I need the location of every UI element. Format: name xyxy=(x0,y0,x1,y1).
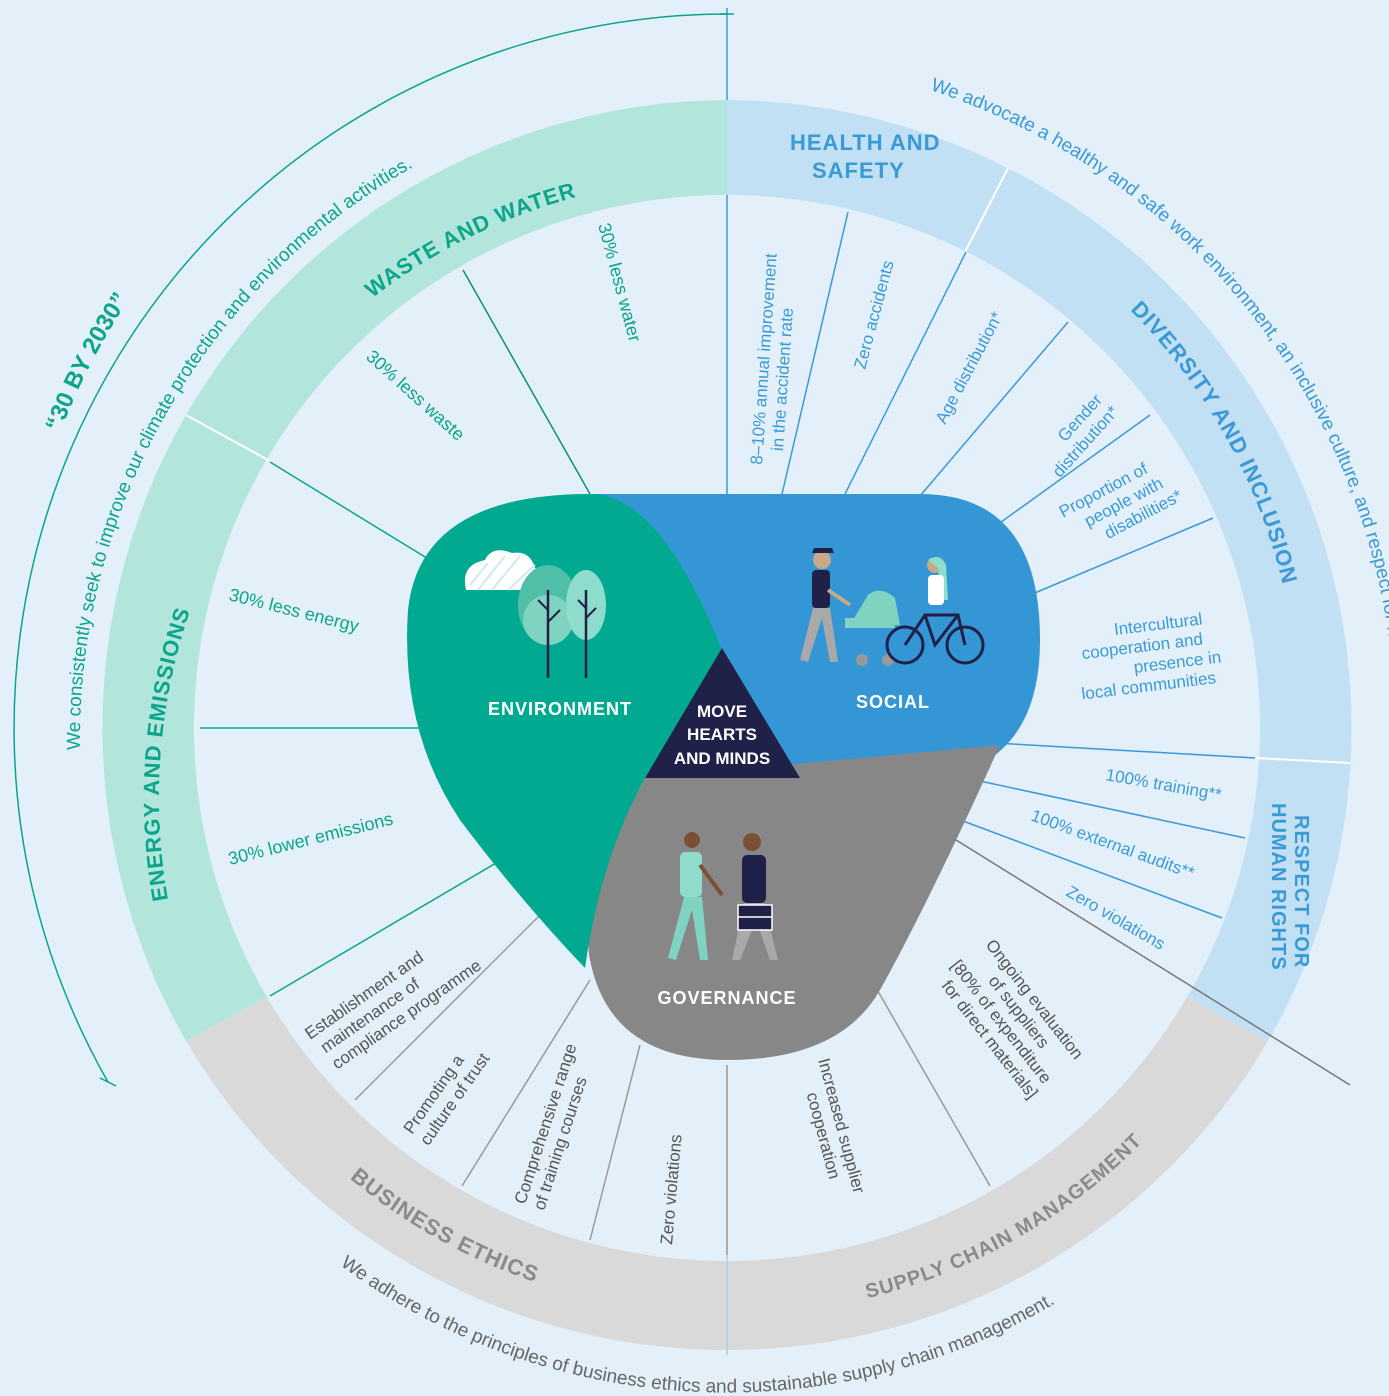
svg-text:HUMAN RIGHTS: HUMAN RIGHTS xyxy=(1267,803,1289,971)
environment-label: ENVIRONMENT xyxy=(488,699,632,719)
spokes xyxy=(200,8,1351,1355)
center-label: MOVE HEARTS AND MINDS xyxy=(674,702,770,768)
family-bicycle-icon xyxy=(800,548,985,666)
people-briefcase-icon xyxy=(668,832,778,960)
center-triangle xyxy=(645,648,800,778)
ring-governance xyxy=(186,996,1268,1351)
social-label: SOCIAL xyxy=(856,692,930,712)
ring-social xyxy=(727,100,1352,1041)
ring-environment xyxy=(102,100,728,1041)
svg-text:RESPECT FOR: RESPECT FOR xyxy=(1290,815,1312,968)
svg-text:AND MINDS: AND MINDS xyxy=(674,749,770,768)
governance-label: GOVERNANCE xyxy=(657,988,796,1008)
category-health-safety: HEALTH AND SAFETY xyxy=(790,130,948,183)
trees-icon xyxy=(518,565,606,678)
svg-text:HEARTS: HEARTS xyxy=(687,725,757,744)
ring-separators xyxy=(185,167,1351,764)
svg-text:MOVE: MOVE xyxy=(697,702,747,721)
30-by-2030-bracket xyxy=(13,13,728,1083)
category-human-rights: RESPECT FOR HUMAN RIGHTS xyxy=(1267,803,1312,971)
pillar-environment-shape xyxy=(407,494,722,968)
pillar-governance-shape xyxy=(588,745,1000,1060)
